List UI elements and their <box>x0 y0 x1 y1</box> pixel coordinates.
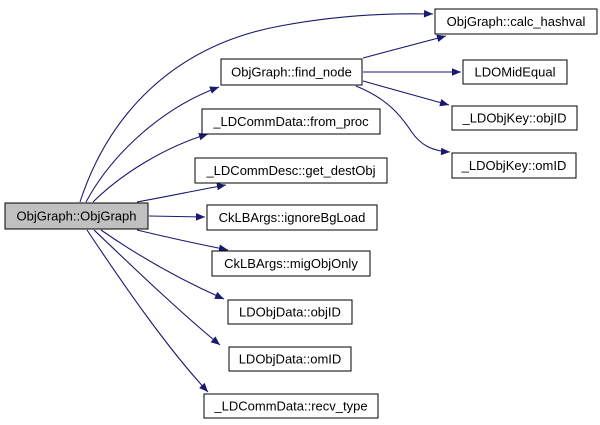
edge-objgraph-to-ldobjdata-omid <box>93 229 221 346</box>
node-find-node-label[interactable]: ObjGraph::find_node <box>231 65 352 80</box>
node-ldobjdata-objid[interactable]: LDObjData::objID <box>227 299 353 325</box>
node-migobjonly[interactable]: CkLBArgs::migObjOnly <box>211 250 371 277</box>
node-ldomidequal-box[interactable] <box>462 59 568 85</box>
edge-objgraph-to-recv-type <box>86 229 209 393</box>
node-ignorebgload-label[interactable]: CkLBArgs::ignoreBgLoad <box>219 210 366 225</box>
node-ignorebgload-box[interactable] <box>206 204 378 231</box>
node-find-node[interactable]: ObjGraph::find_node <box>220 58 363 86</box>
node-ignorebgload[interactable]: CkLBArgs::ignoreBgLoad <box>206 204 378 231</box>
edge-objgraph-to-calc-hashval <box>79 10 434 203</box>
node-recv-type[interactable]: _LDCommData::recv_type <box>203 393 379 419</box>
edge-objgraph-to-ldobjdata-objid <box>100 229 225 300</box>
node-ldobjdata-objid-label[interactable]: LDObjData::objID <box>239 305 341 320</box>
edge-objgraph-to-get-destobj <box>136 182 227 203</box>
node-ldobjdata-omid-label[interactable]: LDObjData::omID <box>239 352 342 367</box>
node-from-proc-box[interactable] <box>201 108 381 135</box>
node-get-destobj-box[interactable] <box>194 157 388 184</box>
node-objgraph[interactable]: ObjGraph::ObjGraph <box>4 202 149 230</box>
node-objgraph-label[interactable]: ObjGraph::ObjGraph <box>17 209 137 224</box>
edge-find-node-to-ldobjkey-omid <box>355 85 451 156</box>
node-calc-hashval-box[interactable] <box>434 8 598 35</box>
edge-objgraph-to-migobjonly <box>136 229 229 252</box>
node-from-proc[interactable]: _LDCommData::from_proc <box>201 108 381 135</box>
node-find-node-box[interactable] <box>220 58 363 86</box>
node-from-proc-label[interactable]: _LDCommData::from_proc <box>212 114 369 129</box>
node-ldomidequal-label[interactable]: LDOMidEqual <box>475 65 556 80</box>
node-ldobjkey-objid-box[interactable] <box>451 105 578 131</box>
node-calc-hashval[interactable]: ObjGraph::calc_hashval <box>434 8 598 35</box>
edge-find-node-to-ldobjkey-objid <box>362 80 450 107</box>
node-get-destobj[interactable]: _LDCommDesc::get_destObj <box>194 157 388 184</box>
node-objgraph-box[interactable] <box>4 202 149 230</box>
node-ldobjkey-omid[interactable]: _LDObjKey::omID <box>451 152 577 179</box>
edge-objgraph-to-from-proc <box>92 132 209 203</box>
edge-find-node-to-calc-hashval <box>362 34 447 59</box>
node-ldobjkey-omid-box[interactable] <box>451 152 577 179</box>
node-calc-hashval-label[interactable]: ObjGraph::calc_hashval <box>447 14 586 29</box>
node-ldobjdata-omid[interactable]: LDObjData::omID <box>228 346 352 372</box>
node-ldobjkey-omid-label[interactable]: _LDObjKey::omID <box>461 158 567 173</box>
node-migobjonly-box[interactable] <box>211 250 371 277</box>
node-migobjonly-label[interactable]: CkLBArgs::migObjOnly <box>224 256 358 271</box>
node-ldomidequal[interactable]: LDOMidEqual <box>462 59 568 85</box>
node-recv-type-label[interactable]: _LDCommData::recv_type <box>213 399 367 414</box>
node-ldobjdata-omid-box[interactable] <box>228 346 352 372</box>
node-recv-type-box[interactable] <box>203 393 379 419</box>
edge-objgraph-to-ignorebgload <box>148 213 206 221</box>
node-get-destobj-label[interactable]: _LDCommDesc::get_destObj <box>205 163 375 178</box>
node-ldobjkey-objid[interactable]: _LDObjKey::objID <box>451 105 578 131</box>
node-ldobjdata-objid-box[interactable] <box>227 299 353 325</box>
edge-objgraph-to-find-node <box>85 86 220 203</box>
node-ldobjkey-objid-label[interactable]: _LDObjKey::objID <box>461 111 566 126</box>
